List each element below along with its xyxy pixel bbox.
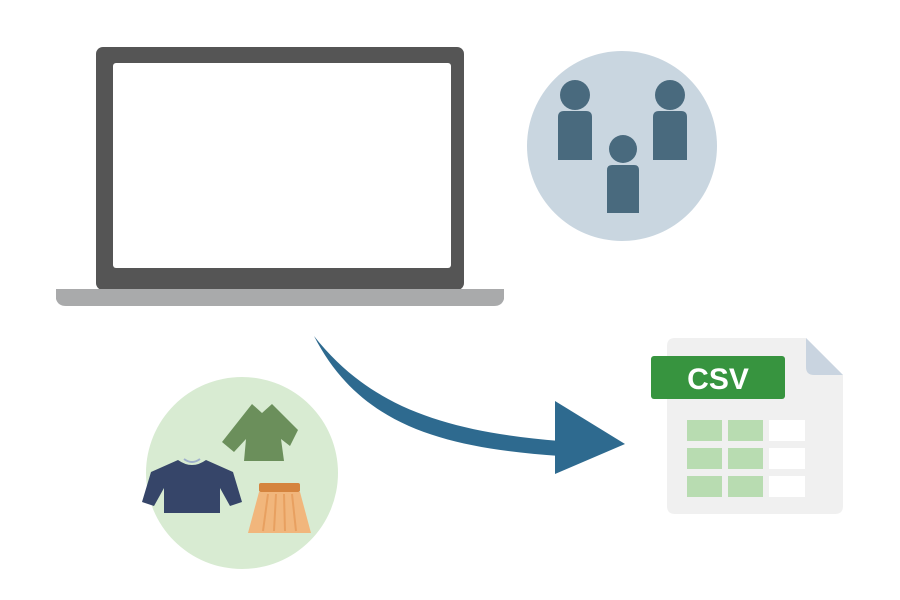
curved-arrow-icon: [314, 336, 625, 474]
people-group-icon: [527, 51, 717, 241]
csv-badge: CSV: [651, 356, 785, 399]
person-right-icon: [653, 80, 687, 160]
csv-label: CSV: [687, 363, 749, 396]
navy-sweater-icon: [142, 458, 242, 513]
spreadsheet-grid: [687, 420, 805, 497]
arrow-shaft: [314, 336, 560, 456]
laptop-icon: [56, 47, 504, 306]
person-center-icon: [607, 135, 639, 213]
green-jacket-icon: [222, 404, 298, 461]
laptop-base: [56, 289, 504, 306]
arrow-head: [555, 401, 625, 474]
file-fold-corner: [806, 338, 843, 375]
laptop-screen: [113, 63, 451, 268]
csv-file-icon: CSV: [651, 338, 843, 514]
orange-skirt-icon: [248, 483, 311, 533]
clothing-items-icon: [142, 377, 338, 569]
person-left-icon: [558, 80, 592, 160]
